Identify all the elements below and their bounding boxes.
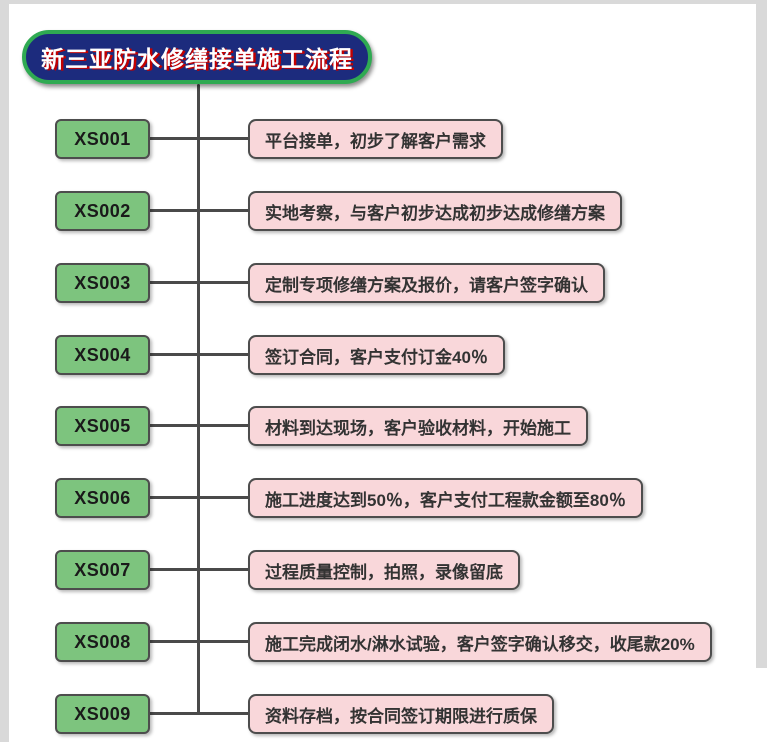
step-code-node: XS001 — [55, 119, 150, 159]
row-connector-line — [146, 424, 252, 427]
step-code-node: XS004 — [55, 335, 150, 375]
step-desc-node: 施工完成闭水/淋水试验，客户签字确认移交，收尾款20% — [248, 622, 712, 662]
flowchart-title-node: 新三亚防水修缮接单施工流程 — [22, 30, 372, 84]
step-desc-node: 实地考察，与客户初步达成初步达成修缮方案 — [248, 191, 622, 231]
step-desc-node: 资料存档，按合同签订期限进行质保 — [248, 694, 554, 734]
row-connector-line — [146, 353, 252, 356]
step-desc-node: 材料到达现场，客户验收材料，开始施工 — [248, 406, 588, 446]
step-desc-node: 过程质量控制，拍照，录像留底 — [248, 550, 520, 590]
page-edge-right — [756, 0, 767, 668]
row-connector-line — [146, 209, 252, 212]
step-code-node: XS008 — [55, 622, 150, 662]
step-desc-node: 定制专项修缮方案及报价，请客户签字确认 — [248, 263, 605, 303]
trunk-connector-line — [197, 84, 200, 715]
page-edge-left — [0, 0, 9, 742]
step-desc-node: 施工进度达到50％，客户支付工程款金额至80％ — [248, 478, 643, 518]
step-desc-node: 平台接单，初步了解客户需求 — [248, 119, 503, 159]
step-code-node: XS005 — [55, 406, 150, 446]
row-connector-line — [146, 281, 252, 284]
row-connector-line — [146, 568, 252, 571]
row-connector-line — [146, 712, 252, 715]
row-connector-line — [146, 496, 252, 499]
step-code-node: XS009 — [55, 694, 150, 734]
step-code-node: XS002 — [55, 191, 150, 231]
step-code-node: XS007 — [55, 550, 150, 590]
page-edge-top — [0, 0, 767, 4]
step-code-node: XS006 — [55, 478, 150, 518]
row-connector-line — [146, 137, 252, 140]
step-desc-node: 签订合同，客户支付订金40％ — [248, 335, 505, 375]
flowchart-title: 新三亚防水修缮接单施工流程 — [41, 46, 353, 72]
step-code-node: XS003 — [55, 263, 150, 303]
row-connector-line — [146, 640, 252, 643]
